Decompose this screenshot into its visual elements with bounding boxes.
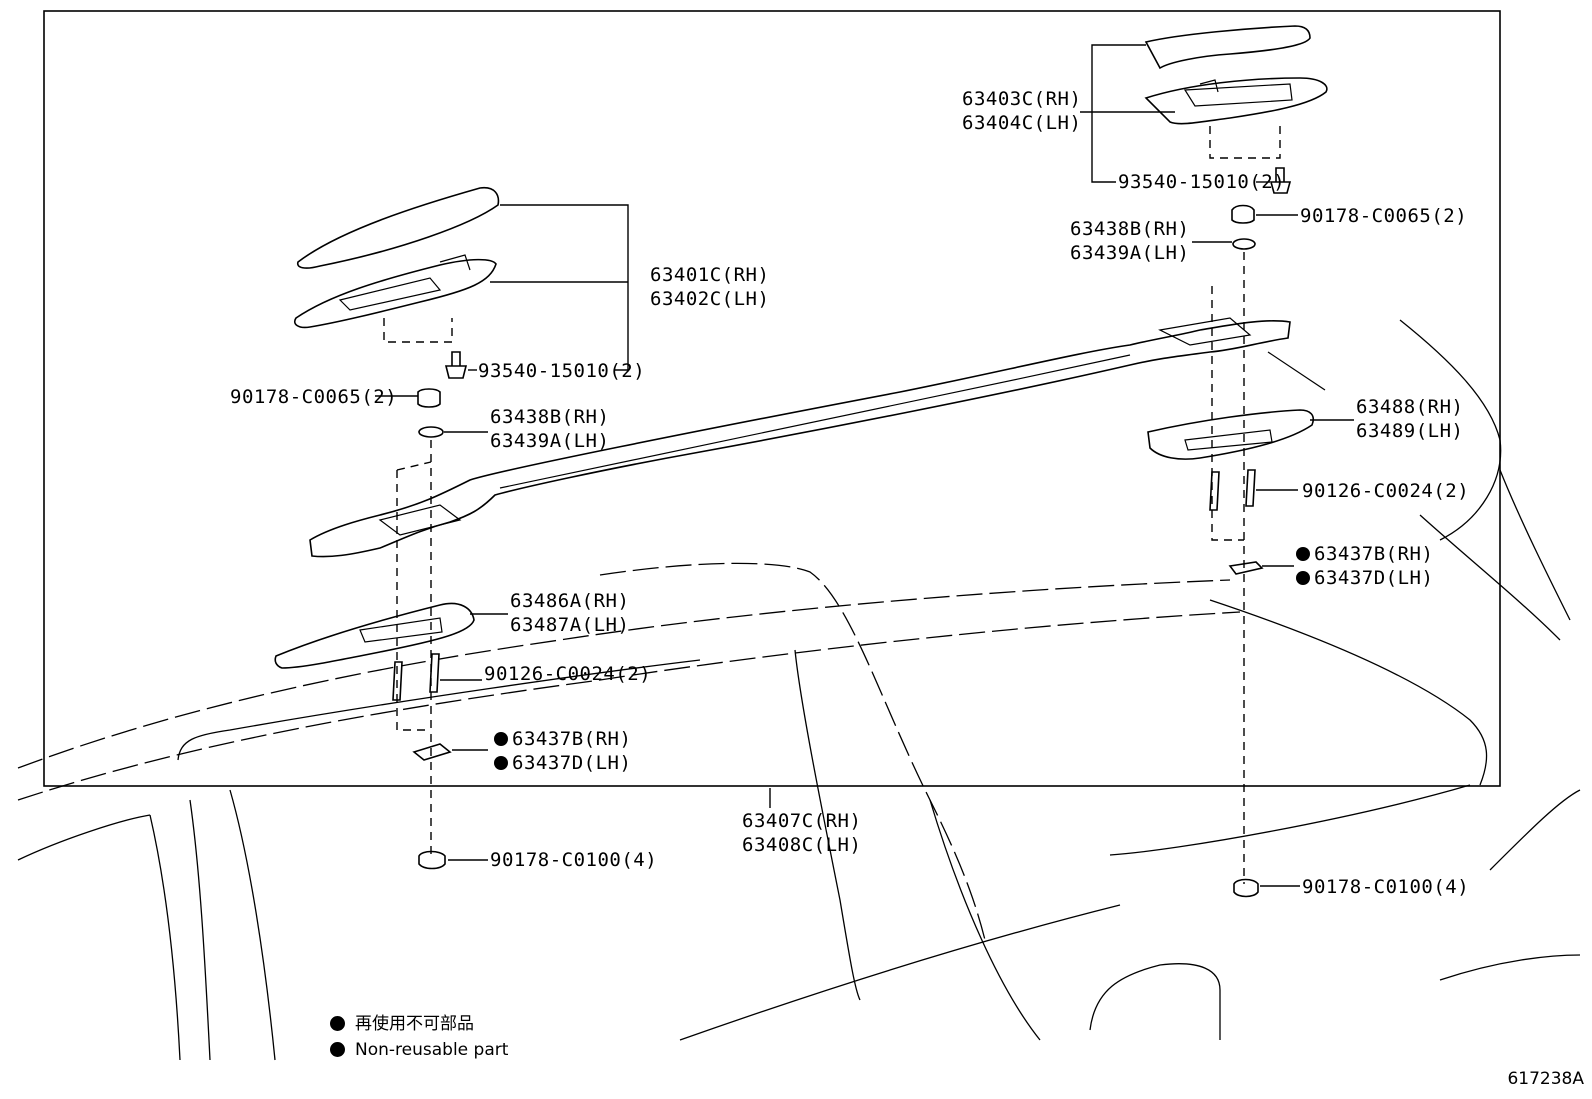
legend-english: Non-reusable part — [330, 1040, 508, 1060]
label-63438b-left: 63438B(RH) — [490, 406, 610, 428]
label-63403c-rh: 63403C(RH) — [962, 88, 1082, 110]
label-90178-c0100-left: 90178-C0100(4) — [490, 849, 658, 871]
legend-japanese: 再使用不可部品 — [330, 1014, 474, 1034]
right-alignment-lines — [1209, 126, 1281, 884]
label-93540-15010-right: 93540-15010(2) — [1118, 171, 1286, 193]
label-90126-c0024-right: 90126-C0024(2) — [1302, 480, 1470, 502]
figure-id: 617238A — [1507, 1069, 1584, 1089]
label-63437d-left: 63437D(LH) — [494, 752, 631, 775]
left-base-plate — [274, 602, 475, 669]
label-63489-lh: 63489(LH) — [1356, 420, 1464, 442]
roof-rail — [309, 317, 1291, 558]
label-90178-c0065-right: 90178-C0065(2) — [1300, 205, 1468, 227]
legend-dot-icon — [330, 1042, 345, 1057]
label-63487a-lh: 63487A(LH) — [510, 614, 630, 636]
label-63439a-right: 63439A(LH) — [1070, 242, 1190, 264]
label-90178-c0065-left: 90178-C0065(2) — [230, 386, 398, 408]
left-alignment-lines — [383, 318, 453, 856]
right-base-plate — [1147, 409, 1315, 460]
label-90126-c0024-left: 90126-C0024(2) — [484, 663, 652, 685]
label-63407c-rh: 63407C(RH) — [742, 810, 862, 832]
left-cover-assembly — [294, 186, 500, 329]
non-reusable-dot-icon — [1296, 571, 1310, 585]
assembly-frame — [43, 10, 1501, 787]
label-63404c-lh: 63404C(LH) — [962, 112, 1082, 134]
label-63408c-lh: 63408C(LH) — [742, 834, 862, 856]
leader-lines — [375, 44, 1354, 887]
non-reusable-dot-icon — [1296, 547, 1310, 561]
label-63439a-left: 63439A(LH) — [490, 430, 610, 452]
left-fasteners — [392, 351, 468, 870]
non-reusable-dot-icon — [494, 756, 508, 770]
label-93540-15010-left: 93540-15010(2) — [478, 360, 646, 382]
label-63437d-right: 63437D(LH) — [1296, 567, 1433, 590]
label-63486a-rh: 63486A(RH) — [510, 590, 630, 612]
label-63437b-left: 63437B(RH) — [494, 728, 631, 751]
label-63402c-lh: 63402C(LH) — [650, 288, 770, 310]
label-63438b-right: 63438B(RH) — [1070, 218, 1190, 240]
label-63437b-right: 63437B(RH) — [1296, 543, 1433, 566]
legend-dot-icon — [330, 1016, 345, 1031]
right-cover-assembly — [1144, 25, 1328, 125]
label-90178-c0100-right: 90178-C0100(4) — [1302, 876, 1470, 898]
right-fasteners — [1209, 167, 1292, 898]
non-reusable-dot-icon — [494, 732, 508, 746]
label-63401c-rh: 63401C(RH) — [650, 264, 770, 286]
label-63488-rh: 63488(RH) — [1356, 396, 1464, 418]
